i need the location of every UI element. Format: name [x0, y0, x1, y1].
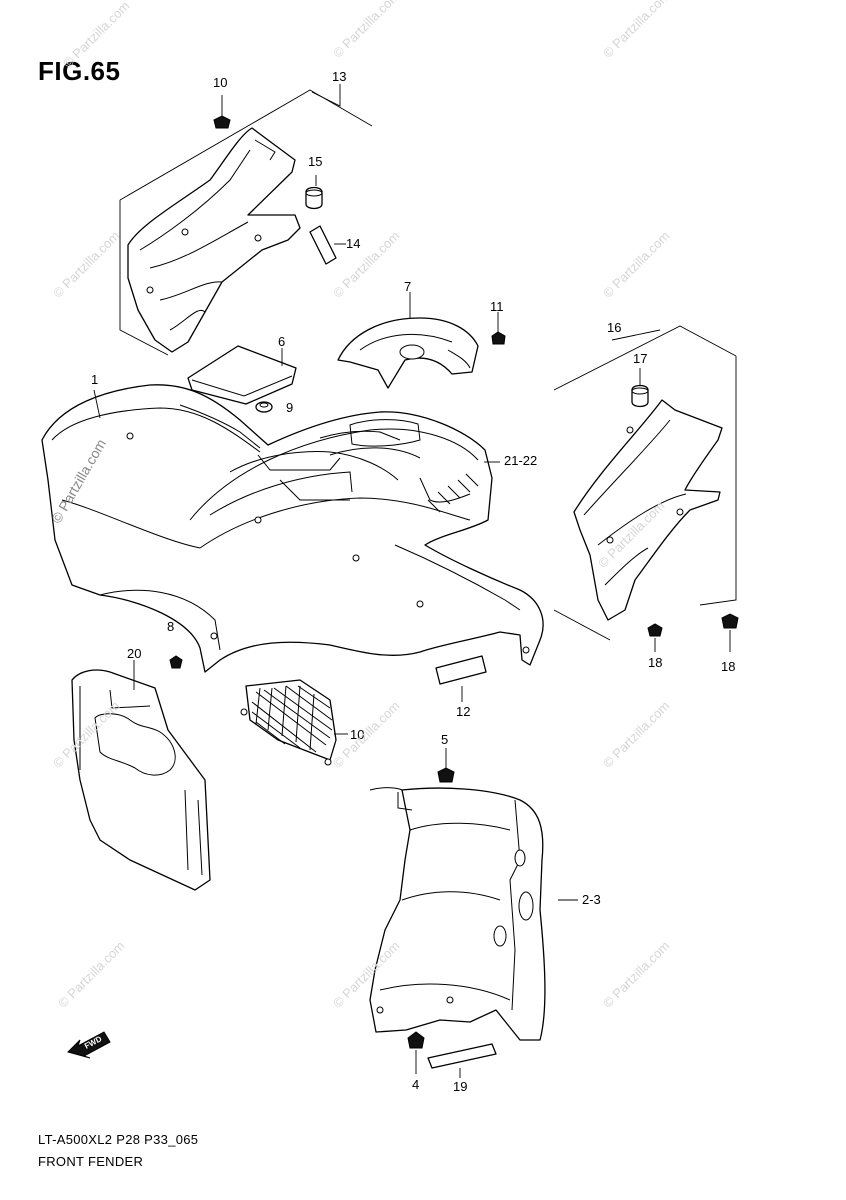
callout-10-grille: 10	[350, 727, 365, 742]
callout-20: 20	[127, 646, 142, 661]
part-10-grille	[240, 679, 348, 766]
callout-2-3: 2-3	[582, 892, 601, 907]
callout-11: 11	[490, 299, 504, 314]
callout-21-22: 21-22	[504, 453, 538, 468]
part-1-front-fender	[41, 384, 544, 673]
part-8-clip	[169, 655, 183, 669]
callout-6: 6	[278, 334, 286, 349]
part-2-3-inner-fender	[369, 787, 578, 1041]
part-19-strip	[427, 1043, 497, 1078]
callout-13: 13	[332, 69, 347, 84]
part-9-cushion	[255, 401, 273, 413]
part-17-grommet	[631, 368, 649, 408]
part-18-clip-left	[647, 623, 663, 652]
figure-title: FIG.65	[38, 56, 121, 86]
callout-9: 9	[286, 400, 294, 415]
part-20-mud-guard	[71, 660, 211, 891]
callout-18-right: 18	[721, 659, 736, 674]
callout-10-top: 10	[213, 75, 228, 90]
figure-name: FRONT FENDER	[38, 1154, 144, 1169]
part-14-strip	[309, 225, 346, 265]
forward-arrow-icon	[67, 1031, 111, 1059]
part-10-clip-top	[213, 95, 231, 129]
part-18-clip-right	[721, 613, 739, 652]
callout-7: 7	[404, 279, 412, 294]
part-4-bolt	[407, 1031, 425, 1074]
callout-1: 1	[91, 372, 99, 387]
part-13-group-frame	[119, 84, 373, 356]
callout-5: 5	[441, 732, 449, 747]
callout-17: 17	[633, 351, 648, 366]
callout-8: 8	[167, 619, 175, 634]
callout-16: 16	[607, 320, 622, 335]
part-15-grommet	[305, 175, 323, 210]
callout-14: 14	[346, 236, 361, 251]
part-13-side-cover	[127, 127, 301, 353]
part-16-side-cover	[573, 399, 723, 621]
callout-18-left: 18	[648, 655, 663, 670]
part-12-tape	[435, 655, 487, 702]
callout-4: 4	[412, 1077, 420, 1092]
part-7-cover	[337, 292, 479, 389]
model-code: LT-A500XL2 P28 P33_065	[38, 1132, 199, 1147]
callout-12: 12	[456, 704, 471, 719]
callout-19: 19	[453, 1079, 468, 1094]
part-5-clip	[437, 748, 455, 783]
part-16-group-frame	[553, 325, 737, 641]
part-11-nut	[491, 312, 506, 345]
callout-15: 15	[308, 154, 323, 169]
